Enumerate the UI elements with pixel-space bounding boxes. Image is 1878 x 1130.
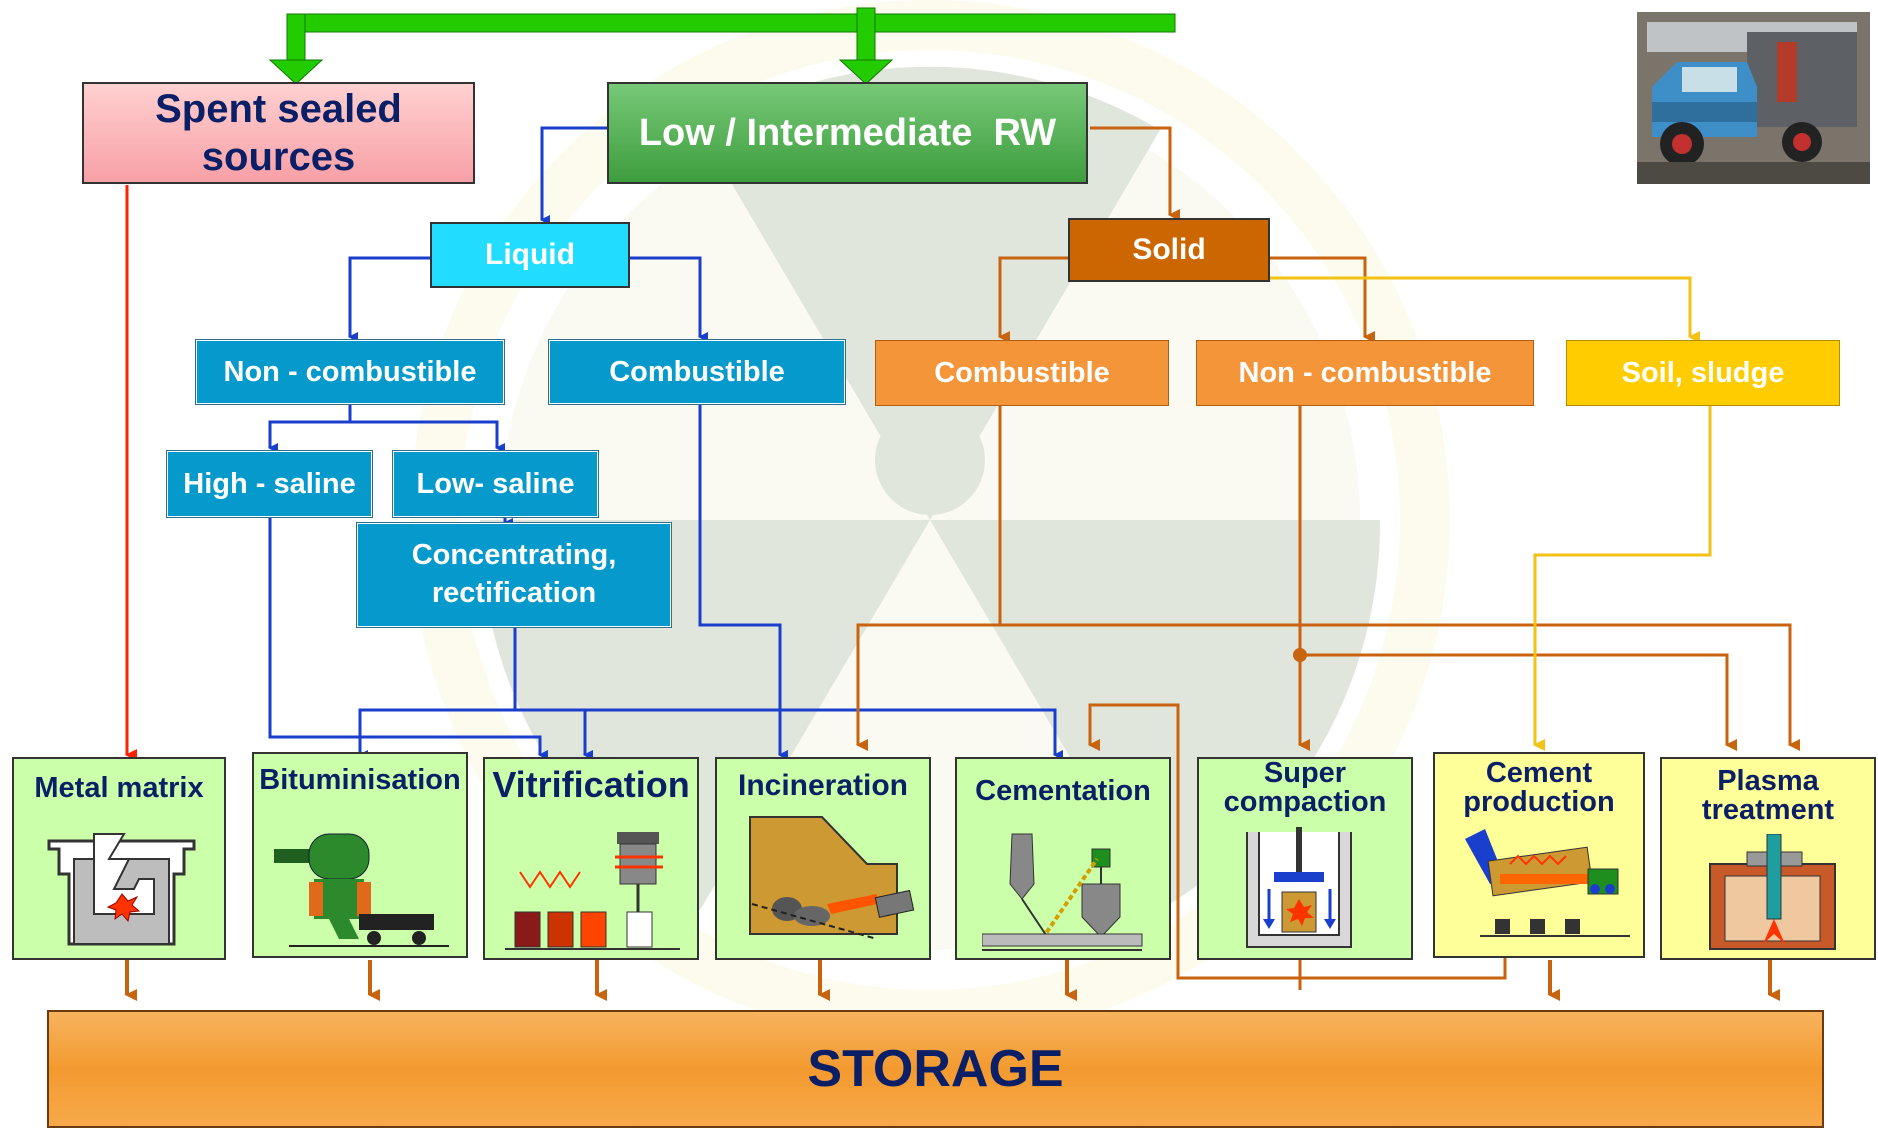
process-bituminisation: Bituminisation <box>252 752 468 958</box>
solid-non-combustible-box: Non - combustible <box>1196 340 1534 406</box>
concentrating-box: Concentrating, rectification <box>356 522 672 628</box>
plasma-treatment-label: Plasma treatment <box>1701 765 1835 826</box>
incineration-label: Incineration <box>737 769 909 802</box>
solid-box: Solid <box>1068 218 1270 282</box>
solid-label: Solid <box>1132 233 1206 266</box>
solid-non-combustible-label: Non - combustible <box>1238 356 1492 389</box>
process-plasma-treatment: Plasma treatment <box>1660 757 1876 960</box>
cementation-label: Cementation <box>975 775 1151 807</box>
solid-combustible-box: Combustible <box>875 340 1169 406</box>
low-intermediate-rw-box: Low / Intermediate RW <box>607 82 1088 184</box>
spent-sealed-sources-label: Spent sealed sources <box>155 87 402 179</box>
high-saline-box: High - saline <box>166 450 373 518</box>
process-super-compaction: Super compaction <box>1197 757 1413 960</box>
process-incineration: Incineration <box>715 757 931 960</box>
plasma-treatment-icon <box>1709 834 1836 950</box>
liquid-label: Liquid <box>485 238 575 271</box>
low-saline-label: Low- saline <box>416 467 575 500</box>
metal-matrix-label: Metal matrix <box>34 772 204 804</box>
bituminisation-icon <box>274 833 449 947</box>
high-saline-label: High - saline <box>183 467 356 500</box>
low-intermediate-rw-label: Low / Intermediate RW <box>638 111 1057 154</box>
low-saline-box: Low- saline <box>392 450 599 518</box>
process-vitrification: Vitrification <box>483 757 699 960</box>
green-input-arrows <box>268 7 1176 85</box>
solid-flow-lines <box>856 126 1800 990</box>
bituminisation-label: Bituminisation <box>259 764 461 796</box>
soil-sludge-label: Soil, sludge <box>1621 356 1785 389</box>
cementation-icon <box>982 833 1143 951</box>
process-metal-matrix: Metal matrix <box>12 757 226 960</box>
liquid-non-combustible-label: Non - combustible <box>223 355 477 388</box>
process-cement-production: Cement production <box>1433 752 1645 958</box>
liquid-combustible-box: Combustible <box>548 339 846 405</box>
cement-production-icon <box>1465 829 1630 937</box>
vitrification-icon <box>505 832 680 950</box>
concentrating-label: Concentrating, rectification <box>411 539 617 609</box>
soil-flow-lines <box>1270 276 1712 751</box>
liquid-flow-lines <box>268 126 1063 760</box>
supercompaction-icon <box>1246 827 1352 948</box>
junction-dot <box>1293 648 1307 662</box>
process-cementation: Cementation <box>955 757 1171 960</box>
spent-sealed-sources-box: Spent sealed sources <box>82 82 475 184</box>
liquid-combustible-label: Combustible <box>609 355 785 388</box>
arrows-to-storage <box>125 960 1780 1001</box>
liquid-box: Liquid <box>430 222 630 288</box>
super-compaction-label: Super compaction <box>1223 757 1387 818</box>
truck-photo <box>1637 12 1870 184</box>
solid-combustible-label: Combustible <box>934 356 1110 389</box>
vitrification-label: Vitrification <box>492 764 690 805</box>
metal-matrix-icon <box>47 833 196 946</box>
soil-sludge-box: Soil, sludge <box>1566 340 1840 406</box>
cement-production-label: Cement production <box>1463 757 1615 818</box>
storage-box: STORAGE <box>47 1010 1824 1128</box>
storage-label: STORAGE <box>807 1040 1064 1098</box>
truck-icon <box>1637 12 1870 184</box>
incineration-icon <box>749 816 915 940</box>
liquid-non-combustible-box: Non - combustible <box>195 339 505 405</box>
